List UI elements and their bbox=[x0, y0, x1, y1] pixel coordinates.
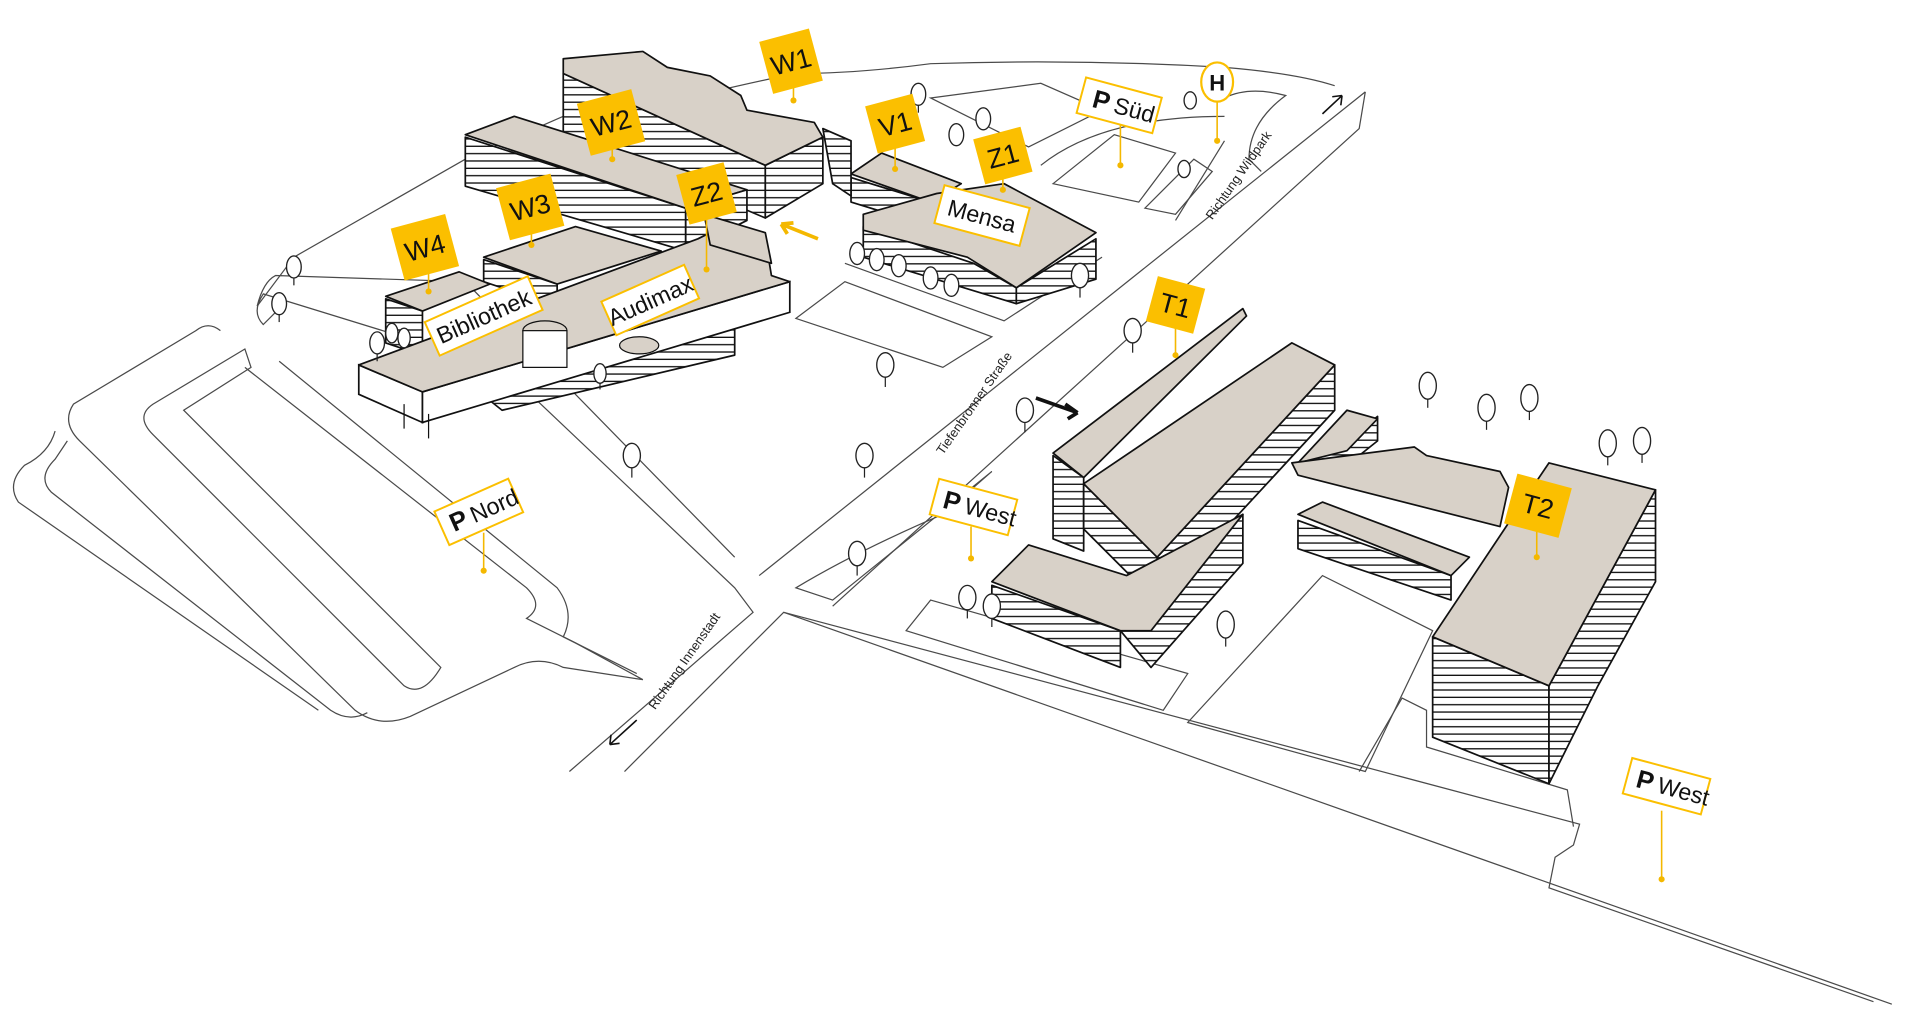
tree-icon bbox=[1070, 262, 1090, 298]
label-w1[interactable]: W1 bbox=[759, 28, 823, 94]
tree-icon bbox=[1598, 429, 1617, 466]
label-pins bbox=[425, 85, 1665, 883]
tree-icon bbox=[958, 584, 977, 619]
tree-icon bbox=[285, 255, 302, 286]
label-w2[interactable]: W2 bbox=[576, 89, 646, 156]
tree-icon bbox=[975, 107, 992, 131]
tree-icon bbox=[868, 247, 885, 272]
label-w4[interactable]: W4 bbox=[390, 214, 460, 281]
tree-icon bbox=[1418, 371, 1437, 408]
tree-icon bbox=[1216, 610, 1235, 647]
tree-icon bbox=[1632, 426, 1652, 463]
label-t2[interactable]: T2 bbox=[1504, 473, 1572, 538]
tree-icon bbox=[855, 442, 874, 478]
tree-icon bbox=[369, 331, 386, 362]
label-z1[interactable]: Z1 bbox=[973, 126, 1033, 185]
tree-icon bbox=[385, 322, 399, 344]
label-v1[interactable]: V1 bbox=[865, 93, 926, 154]
road-label-wildpark: Richtung Wildpark bbox=[1202, 128, 1274, 222]
tree-icon bbox=[1477, 393, 1496, 430]
label-t1[interactable]: T1 bbox=[1145, 276, 1206, 334]
entrance-arrow-icon bbox=[779, 221, 819, 241]
svg-text:H: H bbox=[1209, 71, 1225, 96]
label-z2[interactable]: Z2 bbox=[676, 162, 737, 225]
label-w3[interactable]: W3 bbox=[496, 173, 565, 241]
svg-text:P: P bbox=[1089, 85, 1113, 116]
direction-arrow-icon bbox=[1321, 94, 1343, 115]
svg-text:P: P bbox=[940, 486, 964, 517]
tree-icon bbox=[622, 442, 642, 478]
entrance-arrow-icon bbox=[1035, 396, 1079, 421]
tree-icon bbox=[847, 540, 867, 576]
tree-icon bbox=[397, 327, 411, 349]
tree-icon bbox=[1183, 91, 1197, 110]
svg-text:P: P bbox=[1633, 765, 1657, 796]
tree-icon bbox=[1177, 159, 1191, 179]
building-t2[interactable] bbox=[1431, 462, 1657, 785]
tree-icon bbox=[593, 363, 607, 390]
tree-icon bbox=[1015, 397, 1035, 433]
tree-icon bbox=[1123, 317, 1142, 353]
tree-icon bbox=[271, 292, 288, 323]
road-label-innenstadt: Richtung Innenstadt bbox=[645, 609, 723, 712]
tree-icon bbox=[982, 593, 1002, 628]
direction-arrow-icon bbox=[609, 719, 638, 746]
trees bbox=[271, 82, 1652, 647]
tree-icon bbox=[943, 273, 960, 298]
bus-stop-icon[interactable]: H bbox=[1200, 61, 1235, 103]
building-connector[interactable] bbox=[1290, 446, 1510, 601]
building-t1[interactable] bbox=[990, 307, 1379, 669]
tree-icon bbox=[922, 266, 939, 290]
tree-icon bbox=[890, 254, 907, 278]
tree-icon bbox=[948, 123, 965, 147]
tree-icon bbox=[876, 352, 895, 387]
tree-icon bbox=[849, 241, 866, 266]
roads bbox=[12, 61, 1893, 1005]
tree-icon bbox=[1520, 383, 1539, 421]
